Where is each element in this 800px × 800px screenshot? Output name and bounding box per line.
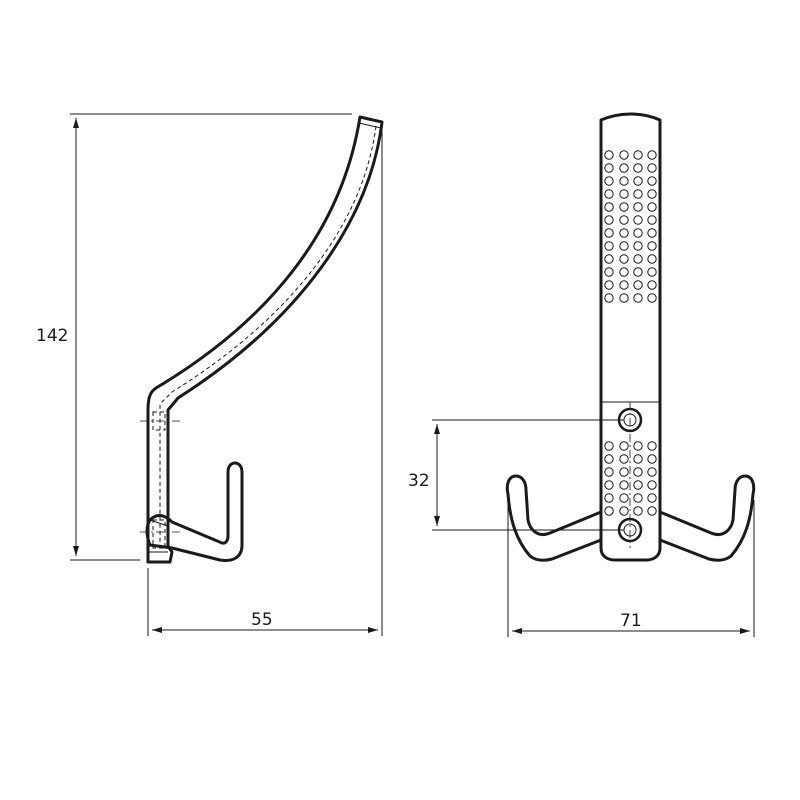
perforation-dot — [619, 493, 629, 503]
perforation-dot — [633, 493, 643, 503]
front-left-hook — [505, 474, 603, 562]
perforation-dot — [647, 267, 657, 277]
perforation-dot — [633, 267, 643, 277]
perforation-dot — [619, 467, 629, 477]
perforation-dot — [633, 467, 643, 477]
perforation-dot — [647, 176, 657, 186]
side-dimensions: 142 55 — [36, 113, 383, 636]
perforation-dot — [647, 202, 657, 212]
perforation-dot — [619, 150, 629, 160]
perforation-dot — [633, 454, 643, 464]
perforation-dot — [647, 150, 657, 160]
perforation-dot — [647, 189, 657, 199]
perforation-dot — [604, 454, 614, 464]
front-dot-pattern-lower — [604, 441, 657, 516]
perforation-dot — [647, 493, 657, 503]
perforation-dot — [633, 280, 643, 290]
perforation-dot — [619, 480, 629, 490]
perforation-dot — [619, 228, 629, 238]
perforation-dot — [604, 506, 614, 516]
side-arm-hidden-line — [159, 125, 377, 545]
front-plate-outline — [599, 112, 662, 562]
perforation-dot — [619, 506, 629, 516]
perforation-dot — [647, 254, 657, 264]
perforation-dot — [633, 215, 643, 225]
perforation-dot — [604, 150, 614, 160]
front-dimensions: 32 71 — [408, 419, 755, 637]
width-dimension-label: 71 — [620, 611, 642, 631]
perforation-dot — [633, 480, 643, 490]
perforation-dot — [619, 280, 629, 290]
perforation-dot — [647, 280, 657, 290]
perforation-dot — [604, 480, 614, 490]
perforation-dot — [604, 293, 614, 303]
perforation-dot — [647, 506, 657, 516]
perforation-dot — [633, 254, 643, 264]
perforation-dot — [647, 467, 657, 477]
perforation-dot — [633, 293, 643, 303]
perforation-dot — [647, 480, 657, 490]
perforation-dot — [604, 241, 614, 251]
perforation-dot — [633, 176, 643, 186]
perforation-dot — [619, 189, 629, 199]
perforation-dot — [604, 467, 614, 477]
perforation-dot — [604, 493, 614, 503]
perforation-dot — [619, 202, 629, 212]
side-screw-hidden-top — [152, 411, 166, 431]
front-view — [505, 112, 756, 562]
perforation-dot — [647, 228, 657, 238]
side-screw-hidden-bottom — [152, 519, 166, 549]
perforation-dot — [604, 215, 614, 225]
perforation-dot — [633, 441, 643, 451]
perforation-dot — [647, 241, 657, 251]
perforation-dot — [647, 163, 657, 173]
perforation-dot — [619, 254, 629, 264]
side-view — [140, 115, 384, 564]
perforation-dot — [619, 163, 629, 173]
perforation-dot — [633, 202, 643, 212]
perforation-dot — [604, 202, 614, 212]
front-dot-pattern-upper — [604, 150, 657, 303]
perforation-dot — [647, 454, 657, 464]
perforation-dot — [604, 441, 614, 451]
perforation-dot — [604, 280, 614, 290]
perforation-dot — [604, 228, 614, 238]
side-arm-tip — [358, 116, 383, 129]
perforation-dot — [633, 506, 643, 516]
side-arm-outline — [146, 115, 384, 564]
perforation-dot — [619, 441, 629, 451]
perforation-dot — [604, 176, 614, 186]
perforation-dot — [604, 267, 614, 277]
perforation-dot — [619, 267, 629, 277]
perforation-dot — [604, 189, 614, 199]
perforation-dot — [647, 441, 657, 451]
side-hook-base-detail — [149, 519, 169, 546]
perforation-dot — [619, 454, 629, 464]
hole-spacing-label: 32 — [408, 471, 430, 491]
perforation-dot — [633, 228, 643, 238]
perforation-dot — [604, 163, 614, 173]
perforation-dot — [619, 293, 629, 303]
front-right-hook — [658, 474, 756, 562]
perforation-dot — [604, 254, 614, 264]
perforation-dot — [619, 241, 629, 251]
perforation-dot — [647, 215, 657, 225]
perforation-dot — [633, 189, 643, 199]
perforation-dot — [647, 293, 657, 303]
perforation-dot — [619, 176, 629, 186]
perforation-dot — [633, 163, 643, 173]
depth-dimension-label: 55 — [251, 610, 273, 630]
perforation-dot — [633, 150, 643, 160]
height-dimension-label: 142 — [36, 326, 68, 346]
perforation-dot — [619, 215, 629, 225]
side-hook-outline — [145, 461, 244, 562]
perforation-dot — [633, 241, 643, 251]
